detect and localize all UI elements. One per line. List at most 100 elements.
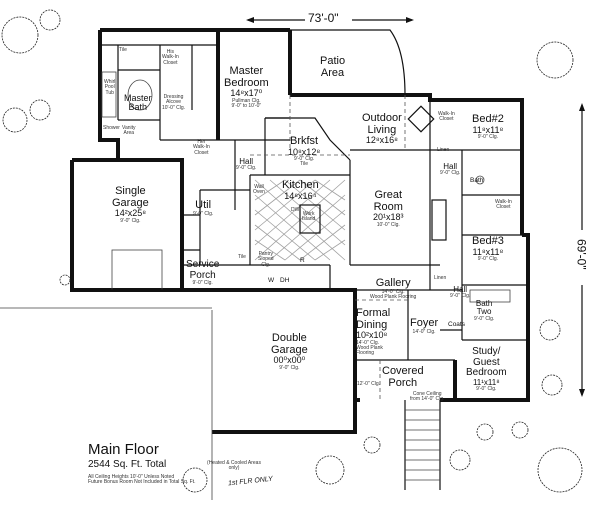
room-linen-a: Linen — [437, 147, 450, 153]
room-hall-a: Hall 9'-0" Clg. — [236, 157, 257, 172]
room-name: Master Bedroom — [224, 65, 269, 89]
plan-notes: All Ceiling Heights 10'-0" Unless Noted … — [88, 474, 196, 486]
room-bath-right: Bath — [470, 177, 484, 184]
room-double-garage: Double Garage 00⁰x00⁰ 9'-0" Clg. — [271, 332, 308, 371]
room-his-closet-top: His Walk-In Closet — [162, 49, 179, 66]
room-note: 9'-0" Clg. — [236, 165, 257, 172]
room-work-island: Work Island — [302, 211, 316, 223]
plan-area: 2544 Sq. Ft. Total — [88, 459, 167, 470]
room-name: Covered Porch — [382, 365, 424, 389]
room-walk-in-right-b: Walk-In Closet — [438, 111, 455, 123]
room-dim: 14⁸x16⁴ — [284, 190, 317, 201]
room-tile-small: Tile — [238, 254, 246, 260]
room-name: Double Garage — [271, 332, 308, 356]
bath-fixtures — [101, 71, 511, 303]
room-note: 9'-0" Clg. — [450, 293, 471, 300]
room-tile: Tile — [119, 47, 127, 53]
room-brkfst: Brkfst 10⁸x12⁸ 9'-0" Clg. Tile — [288, 135, 321, 168]
patio-outline — [290, 29, 406, 96]
room-gallery: Gallery 14'-0" Clg. Wood Plank Flooring — [370, 277, 416, 300]
room-note: 14'-0" Clg. Wood Plank Flooring — [356, 339, 383, 357]
room-dressing: Dressing Alcove 10'-0" Clg. — [162, 94, 186, 111]
room-formal-dining: Formal Dining 10²x10⁸ 14'-0" Clg. Wood P… — [356, 307, 390, 357]
room-service-porch: Service Porch 9'-0" Clg. — [186, 259, 220, 286]
room-util: Util 9'-0" Clg. — [193, 199, 214, 217]
front-walk — [404, 400, 441, 490]
room-name: Bed#3 — [472, 235, 504, 247]
room-note: 9'-0" Clg. — [193, 210, 214, 217]
room-pantry: Pantry Sloped Clg. — [258, 251, 274, 268]
room-hall-c: Hall 9'-0" Clg. — [450, 285, 471, 300]
room-master-bath: Master Bath — [124, 93, 152, 113]
room-linen-b: Linen — [434, 275, 447, 281]
room-bath-two: Bath Two 9'-0" Clg. — [474, 299, 495, 322]
driveway-edge — [0, 307, 213, 500]
appliance-wall-oven: Wall Oven — [253, 184, 265, 196]
room-dim: 11⁸x11⁸ — [472, 124, 504, 135]
room-note: 9'-0" Clg. Tile — [293, 155, 315, 168]
room-whirlpool: Whirl Pool Tub — [104, 79, 116, 96]
room-name: Brkfst — [290, 135, 319, 147]
room-dim: 11⁸x11⁸ — [472, 246, 504, 257]
room-hall-b: Hall 9'-0" Clg. — [440, 162, 461, 177]
room-dim: 12⁸x16⁸ — [365, 135, 398, 146]
room-note: 9'-0" Clg. — [279, 364, 300, 371]
room-name: Gallery — [375, 277, 411, 289]
room-note: 9'-0" Clg. — [120, 217, 141, 224]
room-foyer: Foyer 14'-0" Clg. — [410, 317, 439, 335]
porch-ceiling-note: 12'-0" Clg. — [357, 381, 381, 387]
room-bed3: Bed#3 11⁸x11⁸ 9'-0" Clg. — [472, 235, 504, 262]
appliance-washer: W — [268, 277, 275, 284]
room-name: Bath Two — [475, 299, 493, 317]
width-dimension-line — [246, 17, 414, 23]
plan-area-note: (Heated & Cooled Areas only) — [207, 460, 261, 472]
garage-doors — [72, 249, 182, 291]
room-dim: 20¹x18³ — [373, 212, 404, 223]
room-note: 9'-0" Clg. — [474, 315, 495, 322]
room-note: 9'-0" Clg. — [192, 280, 213, 286]
room-study: Study/ Guest Bedroom 11¹x11⁸ 9'-0" Clg. — [466, 346, 507, 392]
room-name: Foyer — [410, 317, 439, 329]
landscaping-shrubs — [1, 9, 583, 493]
room-note: Pullman Clg. 9'-0" to 10'-0" — [231, 97, 262, 109]
room-bed2: Bed#2 11⁸x11⁸ 9'-0" Clg. — [472, 113, 504, 140]
room-note: 14'-0" Clg. — [412, 328, 436, 335]
room-name: Study/ Guest Bedroom — [466, 346, 507, 378]
interior-walls — [100, 44, 528, 361]
appliance-dishwasher: DW — [291, 207, 300, 213]
room-covered-porch: Covered Porch — [382, 365, 424, 389]
room-name: Great Room — [373, 189, 403, 213]
room-note: 9'-0" Clg. — [477, 133, 499, 140]
room-dim: 14⁸x17⁰ — [230, 88, 263, 99]
great-room-fireplace — [407, 105, 447, 241]
room-master-bedroom: Master Bedroom 14⁸x17⁰ Pullman Clg. 9'-0… — [224, 65, 269, 109]
room-note: 10'-0" Clg. — [376, 221, 400, 228]
room-name: Bed#2 — [472, 113, 504, 125]
room-name: Util — [195, 199, 212, 211]
room-her-closet: Her Walk-In Closet — [193, 139, 210, 156]
room-note: 9'-0" Clg. — [440, 170, 461, 177]
work-island-shape — [299, 204, 321, 234]
room-dim: 10²x10⁸ — [356, 330, 388, 341]
appliance-refrigerator: R — [300, 257, 305, 264]
room-shower: Shower — [103, 125, 120, 131]
overall-width-label: 73'-0" — [308, 11, 339, 25]
room-dim: 14²x25⁸ — [114, 208, 147, 219]
room-note: 9'-0" Clg. — [477, 255, 499, 262]
plan-title: Main Floor — [88, 441, 159, 458]
appliance-dryer: DH — [280, 277, 290, 284]
room-vanity: Vanity Area — [122, 125, 136, 137]
room-name: Service Porch — [186, 259, 220, 281]
ceiling-lines — [250, 95, 408, 400]
room-great-room: Great Room 20¹x18³ 10'-0" Clg. — [373, 189, 404, 228]
depth-dimension-line — [579, 103, 585, 397]
room-name: Single Garage — [112, 185, 149, 209]
room-single-garage: Single Garage 14²x25⁸ 9'-0" Clg. — [112, 185, 149, 224]
room-name: Hall — [239, 157, 254, 166]
porch-cone-note: Cone Ceiling from 14'-0" Clg. — [410, 391, 445, 403]
room-kitchen: Kitchen 14⁸x16⁴ — [282, 179, 319, 201]
overall-depth-label: 69'-0" — [574, 239, 589, 270]
room-dim: 10⁸x12⁸ — [288, 146, 321, 157]
room-outdoor-living: Outdoor Living 12⁸x16⁸ — [362, 112, 402, 146]
